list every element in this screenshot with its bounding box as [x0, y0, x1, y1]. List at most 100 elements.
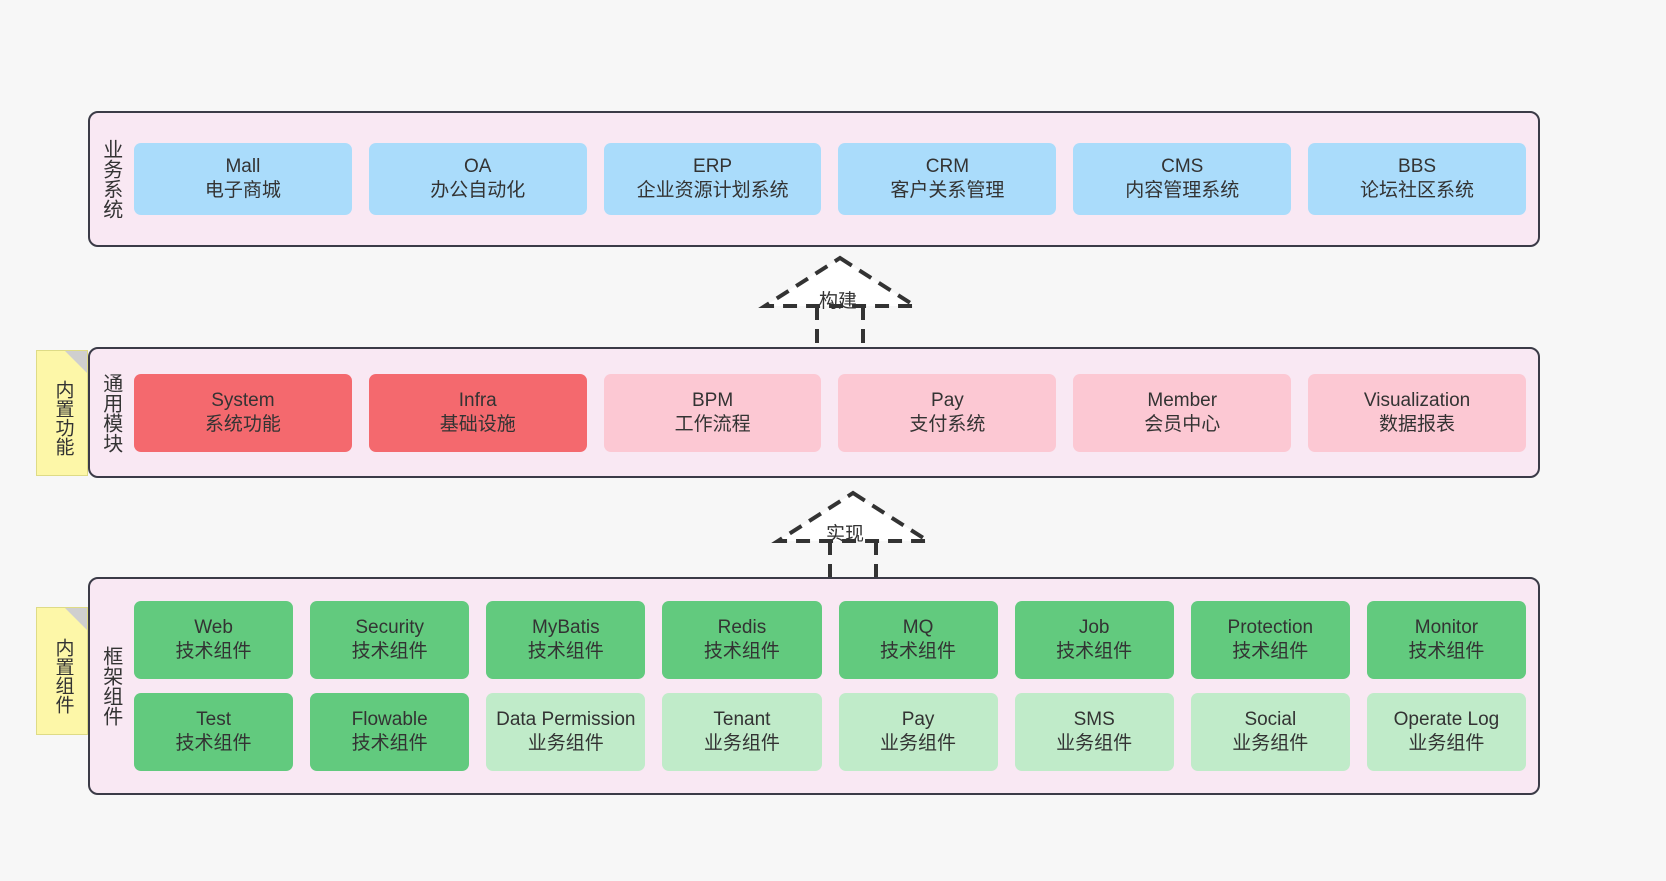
card-data-permission-subtitle: 业务组件: [527, 733, 604, 754]
card-security-subtitle: 技术组件: [351, 641, 428, 662]
card-operate-log-title: Operate Log: [1393, 709, 1500, 731]
card-infra[interactable]: Infra 基础设施: [368, 373, 587, 452]
card-protection-subtitle: 技术组件: [1232, 641, 1309, 662]
card-pay-component-subtitle: 业务组件: [880, 733, 957, 754]
card-mybatis[interactable]: MyBatis 技术组件: [486, 601, 646, 679]
card-infra-title: Infra: [458, 389, 497, 411]
card-tenant-title: Tenant: [713, 709, 771, 731]
layer-framework-component-body: Web 技术组件 Security 技术组件 MyBatis 技术组件 Redi…: [130, 579, 1538, 793]
card-social-title: Social: [1244, 709, 1297, 731]
card-bbs-title: BBS: [1398, 156, 1437, 178]
card-system-subtitle: 系统功能: [204, 413, 281, 435]
card-pay-module[interactable]: Pay 支付系统: [838, 373, 1057, 452]
card-mq[interactable]: MQ 技术组件: [838, 601, 998, 679]
card-tenant-subtitle: 业务组件: [703, 733, 780, 754]
sticky-note-builtin-function: 内置功能: [36, 350, 88, 476]
layer-business-system-body: Mall 电子商城 OA 办公自动化 ERP 企业资源计划系统 CRM 客户关系…: [130, 113, 1538, 245]
card-cms-subtitle: 内容管理系统: [1125, 180, 1240, 201]
card-monitor-title: Monitor: [1414, 617, 1479, 639]
card-system-title: System: [211, 389, 275, 411]
card-oa[interactable]: OA 办公自动化: [368, 143, 587, 215]
connector-build-arrow: [755, 252, 925, 352]
card-sms-subtitle: 业务组件: [1056, 733, 1133, 754]
card-data-permission[interactable]: Data Permission 业务组件: [486, 693, 646, 771]
card-oa-title: OA: [464, 156, 492, 178]
card-bpm-subtitle: 工作流程: [674, 413, 751, 435]
card-job-title: Job: [1078, 617, 1110, 639]
card-bpm[interactable]: BPM 工作流程: [603, 373, 822, 452]
common-card-row: System 系统功能 Infra 基础设施 BPM 工作流程 Pay 支付系统…: [134, 373, 1526, 452]
card-social-subtitle: 业务组件: [1232, 733, 1309, 754]
card-security[interactable]: Security 技术组件: [310, 601, 470, 679]
sticky-note-builtin-component-text: 内置组件: [52, 638, 74, 714]
card-pay-component[interactable]: Pay 业务组件: [838, 693, 998, 771]
card-redis-subtitle: 技术组件: [703, 641, 780, 662]
layer-common-module: 通用模块 System 系统功能 Infra 基础设施 BPM 工作流程 Pay: [88, 347, 1540, 478]
card-job[interactable]: Job 技术组件: [1014, 601, 1174, 679]
card-protection-title: Protection: [1227, 617, 1314, 639]
sticky-note-builtin-component: 内置组件: [36, 607, 88, 735]
card-flowable[interactable]: Flowable 技术组件: [310, 693, 470, 771]
card-mall[interactable]: Mall 电子商城: [134, 143, 352, 215]
layer-business-system-label: 业务系统: [99, 139, 122, 219]
card-mall-title: Mall: [225, 156, 261, 178]
card-erp-title: ERP: [693, 156, 733, 178]
card-cms-title: CMS: [1161, 156, 1204, 178]
card-member-subtitle: 会员中心: [1144, 413, 1221, 435]
connector-implement-arrow: [768, 487, 938, 587]
card-protection[interactable]: Protection 技术组件: [1190, 601, 1350, 679]
card-flowable-title: Flowable: [351, 709, 428, 731]
card-mq-subtitle: 技术组件: [880, 641, 957, 662]
card-bpm-title: BPM: [691, 389, 734, 411]
card-visualization-subtitle: 数据报表: [1379, 413, 1456, 435]
layer-framework-component-label: 框架组件: [99, 646, 122, 726]
card-visualization[interactable]: Visualization 数据报表: [1308, 373, 1526, 452]
card-crm[interactable]: CRM 客户关系管理: [838, 143, 1057, 215]
card-operate-log-subtitle: 业务组件: [1408, 733, 1485, 754]
card-cms[interactable]: CMS 内容管理系统: [1073, 143, 1292, 215]
card-test[interactable]: Test 技术组件: [134, 693, 294, 771]
connector-build-label: 构建: [819, 291, 858, 312]
business-card-row: Mall 电子商城 OA 办公自动化 ERP 企业资源计划系统 CRM 客户关系…: [134, 143, 1526, 215]
card-operate-log[interactable]: Operate Log 业务组件: [1366, 693, 1526, 771]
card-redis-title: Redis: [717, 617, 767, 639]
layer-business-system: 业务系统 Mall 电子商城 OA 办公自动化 ERP 企业资源计划系统 CRM: [88, 111, 1540, 247]
card-web-title: Web: [194, 617, 233, 639]
card-security-title: Security: [355, 617, 424, 639]
card-social[interactable]: Social 业务组件: [1190, 693, 1350, 771]
framework-card-row-1: Web 技术组件 Security 技术组件 MyBatis 技术组件 Redi…: [134, 601, 1526, 679]
card-erp[interactable]: ERP 企业资源计划系统: [603, 143, 822, 215]
card-pay-component-title: Pay: [901, 709, 935, 731]
card-bbs[interactable]: BBS 论坛社区系统: [1308, 143, 1526, 215]
card-oa-subtitle: 办公自动化: [430, 180, 526, 201]
card-monitor-subtitle: 技术组件: [1408, 641, 1485, 662]
sticky-note-builtin-function-text: 内置功能: [52, 380, 74, 456]
card-job-subtitle: 技术组件: [1056, 641, 1133, 662]
card-mq-title: MQ: [902, 617, 934, 639]
framework-card-row-2: Test 技术组件 Flowable 技术组件 Data Permission …: [134, 693, 1526, 771]
card-bbs-subtitle: 论坛社区系统: [1360, 180, 1475, 201]
card-system[interactable]: System 系统功能: [134, 373, 352, 452]
card-member-title: Member: [1147, 389, 1218, 411]
card-member[interactable]: Member 会员中心: [1073, 373, 1292, 452]
layer-common-module-body: System 系统功能 Infra 基础设施 BPM 工作流程 Pay 支付系统…: [130, 349, 1538, 476]
card-mybatis-title: MyBatis: [532, 617, 600, 639]
card-mall-subtitle: 电子商城: [204, 180, 281, 201]
card-infra-subtitle: 基础设施: [439, 413, 516, 435]
card-crm-subtitle: 客户关系管理: [890, 180, 1005, 201]
card-pay-module-subtitle: 支付系统: [909, 413, 986, 435]
card-pay-module-title: Pay: [931, 389, 964, 411]
card-web[interactable]: Web 技术组件: [134, 601, 294, 679]
card-test-title: Test: [196, 709, 231, 731]
card-redis[interactable]: Redis 技术组件: [662, 601, 822, 679]
card-flowable-subtitle: 技术组件: [351, 733, 428, 754]
connector-implement-label: 实现: [826, 524, 865, 545]
card-monitor[interactable]: Monitor 技术组件: [1366, 601, 1526, 679]
card-sms[interactable]: SMS 业务组件: [1014, 693, 1174, 771]
layer-framework-component: 框架组件 Web 技术组件 Security 技术组件 MyBatis 技术组件…: [88, 577, 1540, 795]
card-sms-title: SMS: [1073, 709, 1115, 731]
card-data-permission-title: Data Permission: [496, 709, 636, 731]
card-crm-title: CRM: [925, 156, 970, 178]
card-tenant[interactable]: Tenant 业务组件: [662, 693, 822, 771]
